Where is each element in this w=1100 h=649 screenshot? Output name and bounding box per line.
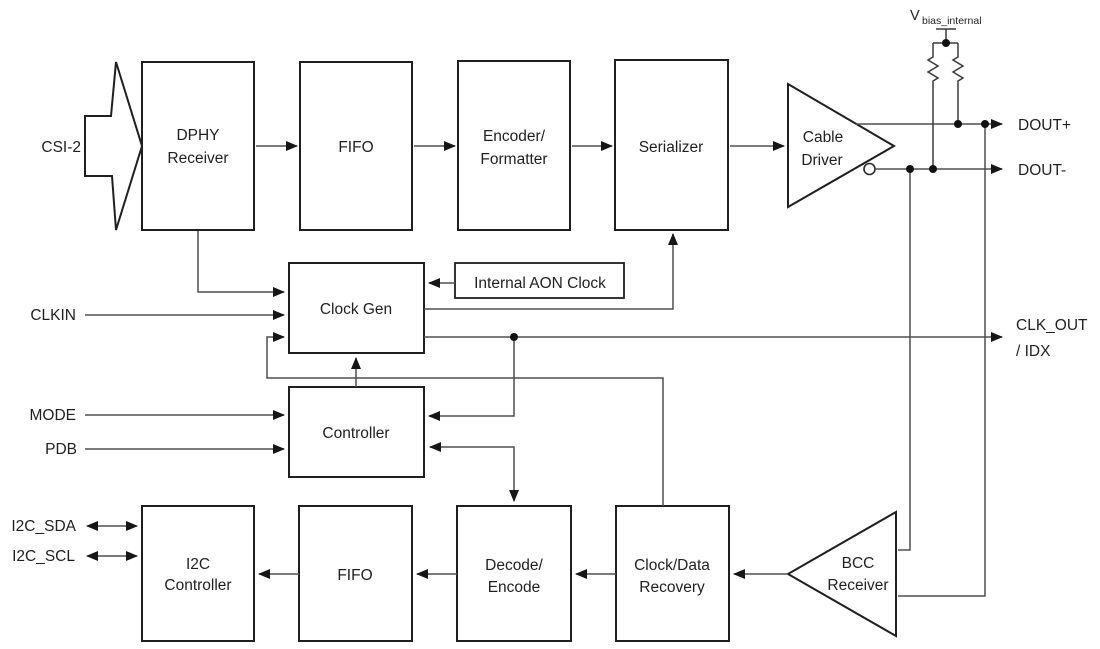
- i2c-scl-label: I2C_SCL: [12, 548, 75, 565]
- block-internal-aon-clock: Internal AON Clock: [454, 262, 625, 299]
- block-clock-gen: Clock Gen: [288, 262, 425, 354]
- junction-doutplus-tap: [981, 120, 989, 128]
- block-controller: Controller: [288, 386, 425, 478]
- csi2-label: CSI-2: [41, 139, 81, 156]
- internal-aon-clock-box: [454, 262, 625, 299]
- block-bcc-receiver: BCC Receiver: [785, 510, 897, 638]
- vbias-subscript-label: bias_internal: [922, 15, 982, 27]
- wire-cdr-feedback-to-clock-gen: [266, 332, 664, 506]
- cable-driver-label2: Driver: [801, 152, 842, 169]
- pdb-label: PDB: [45, 441, 77, 458]
- clock-data-recovery-label2: Recovery: [639, 579, 705, 596]
- fifo-bottom-box: [298, 505, 413, 642]
- wire-dout-minus-tap-to-bcc: [898, 169, 911, 551]
- junction-doutminus-resistor: [929, 165, 937, 173]
- internal-aon-clock-label: Internal AON Clock: [474, 275, 606, 292]
- i2c-sda-label: I2C_SDA: [11, 518, 76, 535]
- i2c-controller-label: I2C: [186, 556, 210, 573]
- fifo-bottom-label: FIFO: [337, 567, 372, 584]
- junction-clkout-branch: [510, 333, 518, 341]
- bcc-receiver-label2: Receiver: [827, 577, 888, 594]
- block-serializer: Serializer: [614, 59, 729, 231]
- vbias-label: V: [910, 8, 920, 24]
- block-dphy-receiver: DPHY Receiver: [141, 61, 255, 231]
- junction-vbias: [942, 39, 950, 47]
- controller-label: Controller: [322, 425, 389, 442]
- inverting-output-bubble: [863, 162, 876, 176]
- dphy-receiver-box: [141, 61, 255, 231]
- wire-controller-decode-encode: [429, 442, 519, 502]
- dphy-receiver-label: DPHY: [176, 127, 219, 144]
- encoder-formatter-label2: Formatter: [480, 151, 547, 168]
- decode-encode-box: [456, 505, 572, 642]
- dout-minus-label: DOUT-: [1018, 162, 1066, 179]
- controller-box: [288, 386, 425, 478]
- fifo-top-box: [299, 61, 413, 231]
- clock-gen-box: [288, 262, 425, 354]
- clock-gen-label: Clock Gen: [320, 301, 392, 318]
- clk-out-label: CLK_OUT: [1016, 317, 1088, 334]
- block-cable-driver: Cable Driver: [787, 82, 896, 209]
- block-fifo-bottom: FIFO: [298, 505, 413, 642]
- bcc-receiver-label: BCC: [842, 555, 875, 572]
- i2c-controller-box: [141, 505, 255, 642]
- block-encoder-formatter: Encoder/ Formatter: [457, 60, 571, 231]
- encoder-formatter-box: [457, 60, 571, 231]
- csi2-multilane-arrow-icon: [84, 61, 144, 231]
- block-fifo-top: FIFO: [299, 61, 413, 231]
- cable-driver-triangle: [787, 82, 896, 209]
- clock-data-recovery-label: Clock/Data: [634, 557, 710, 574]
- serializer-box: [614, 59, 729, 231]
- serializer-label: Serializer: [639, 139, 704, 156]
- junction-doutminus-tap: [906, 165, 914, 173]
- block-i2c-controller: I2C Controller: [141, 505, 255, 642]
- resistor-left-icon: [926, 55, 940, 85]
- fifo-top-label: FIFO: [338, 139, 373, 156]
- wire-clock-gen-to-serializer: [424, 233, 678, 310]
- wire-dphy-to-clock-gen: [197, 231, 285, 297]
- clock-data-recovery-box: [615, 505, 730, 642]
- resistor-right-icon: [951, 55, 965, 85]
- block-clock-data-recovery: Clock/Data Recovery: [615, 505, 730, 642]
- vbias-termination-network: [926, 28, 965, 169]
- clkin-label: CLKIN: [30, 307, 76, 324]
- i2c-controller-label2: Controller: [164, 577, 231, 594]
- decode-encode-label2: Encode: [488, 579, 541, 596]
- cable-driver-label: Cable: [803, 129, 844, 146]
- decode-encode-label: Decode/: [485, 557, 543, 574]
- wire-dout-plus-tap-to-bcc: [898, 124, 986, 597]
- encoder-formatter-label: Encoder/: [483, 128, 546, 145]
- dout-plus-label: DOUT+: [1018, 117, 1071, 134]
- block-decode-encode: Decode/ Encode: [456, 505, 572, 642]
- mode-label: MODE: [30, 407, 77, 424]
- bcc-receiver-triangle: [785, 510, 897, 638]
- wire-clock-to-controller: [428, 337, 515, 421]
- idx-label: / IDX: [1016, 343, 1051, 360]
- dphy-receiver-label2: Receiver: [167, 150, 228, 167]
- junction-doutplus-resistor: [954, 120, 962, 128]
